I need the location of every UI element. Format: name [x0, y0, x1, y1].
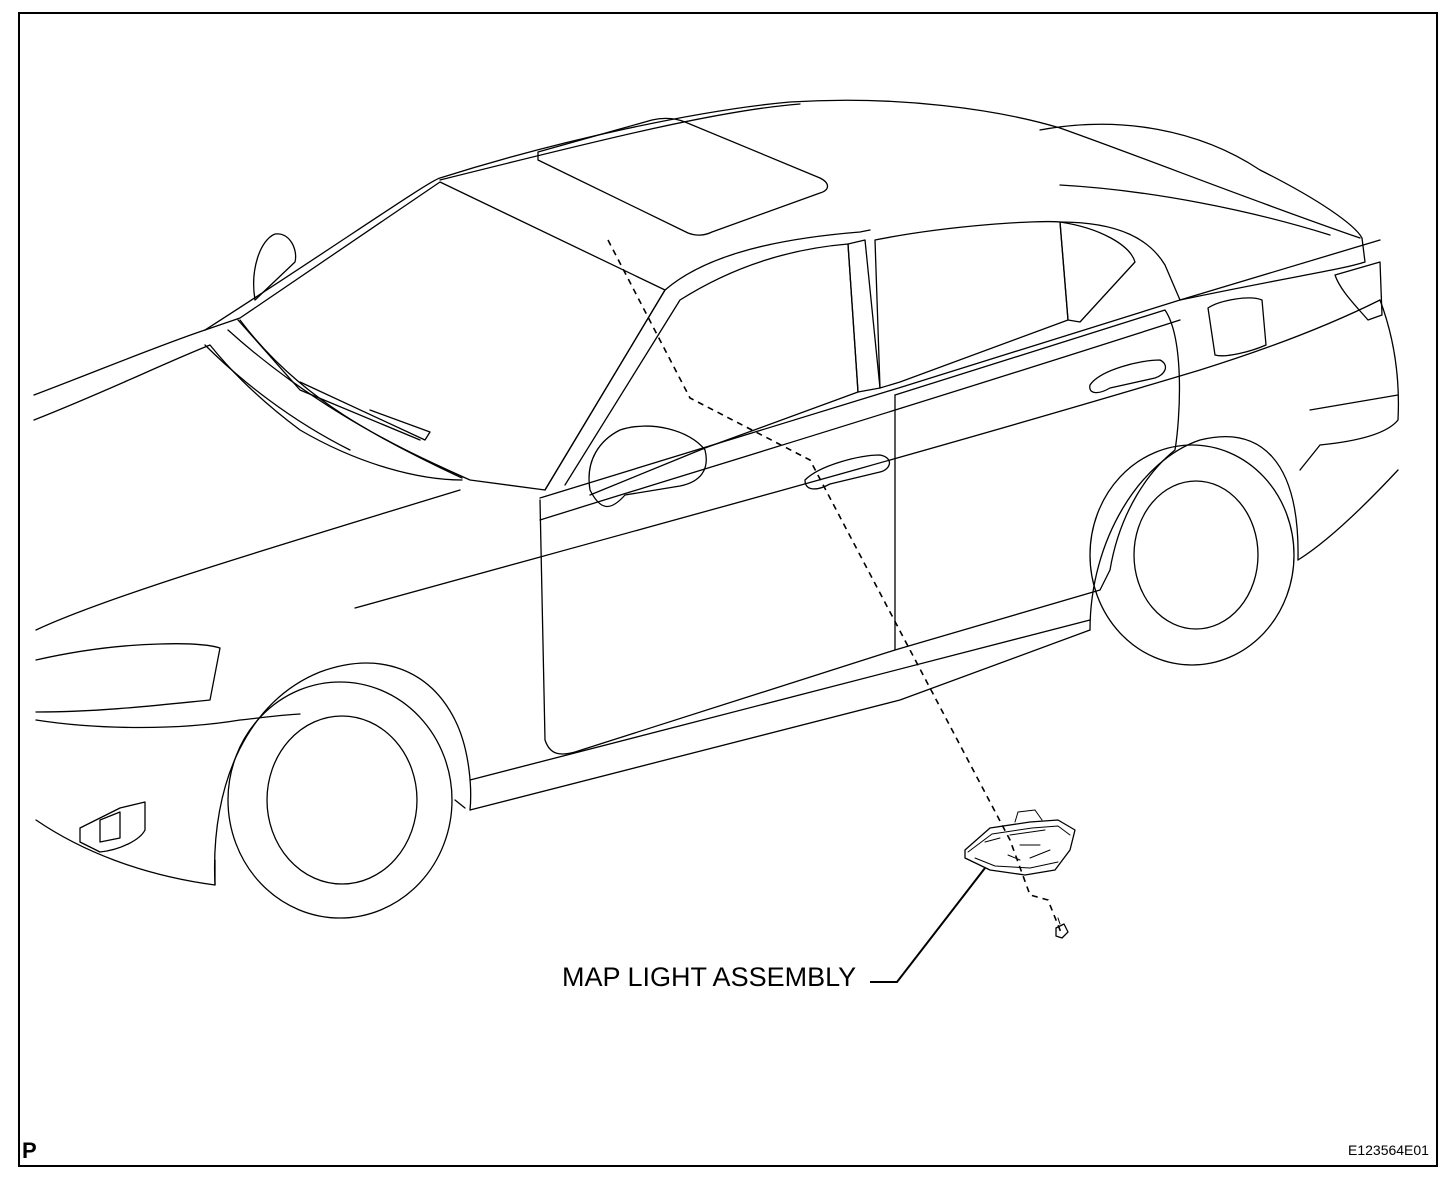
rear-window [874, 220, 1069, 389]
rear-quarter [1299, 299, 1400, 471]
quarter-window [1059, 221, 1136, 323]
fog-light [79, 801, 146, 853]
rear-tire [1089, 444, 1295, 666]
side-mirror [588, 425, 707, 508]
wiper-right [299, 381, 431, 441]
fuel-door [1207, 297, 1267, 357]
rear-wheel-arch [1089, 436, 1299, 631]
callout-leader [870, 867, 986, 983]
figure-id: E123564E01 [1348, 1142, 1429, 1158]
trunk-line [1059, 184, 1331, 236]
hood-line-2 [35, 489, 461, 631]
installation-guide-line [607, 239, 1063, 936]
hood-line-1 [33, 344, 463, 481]
front-door-handle [804, 454, 891, 490]
rear-door [894, 309, 1181, 651]
character-line [354, 299, 1381, 609]
rear-door-handle [1089, 359, 1167, 394]
beltline [539, 239, 1381, 499]
front-tire [227, 681, 453, 919]
rocker-bottom [454, 799, 466, 809]
rear-bumper-lower [1297, 469, 1399, 561]
roof-outline [204, 99, 1361, 331]
roof-inner-line [439, 103, 801, 181]
sunroof [537, 117, 829, 236]
windshield-inner [227, 329, 463, 479]
mirror-far [253, 233, 297, 301]
beltline-lower [539, 319, 1181, 521]
corner-letter: P [22, 1138, 37, 1163]
window-frame [564, 243, 859, 496]
map-light-assembly [964, 809, 1076, 876]
rear-bumper-line [1309, 394, 1399, 411]
windshield [204, 181, 666, 491]
rear-rim [1133, 480, 1259, 630]
front-lower [35, 819, 216, 886]
hood-left-edge [33, 329, 206, 396]
rear-deck [1039, 123, 1366, 301]
map-light-assembly-label: MAP LIGHT ASSEMBLY [562, 962, 857, 992]
rocker-upper [469, 619, 1091, 781]
wiper-left [237, 319, 421, 441]
screw-icon [1055, 917, 1069, 939]
taillight [1334, 261, 1383, 321]
fog-light-inner [99, 811, 121, 843]
a-pillar [544, 229, 871, 491]
front-wheel-arch [213, 662, 472, 886]
front-rim [266, 715, 418, 885]
front-door [539, 394, 896, 755]
headlight [35, 643, 221, 713]
hood-crease [204, 344, 351, 451]
c-pillar [1059, 221, 1181, 301]
rocker-lower [469, 629, 1091, 811]
figure-frame [18, 12, 1438, 1167]
front-bumper [35, 713, 301, 729]
